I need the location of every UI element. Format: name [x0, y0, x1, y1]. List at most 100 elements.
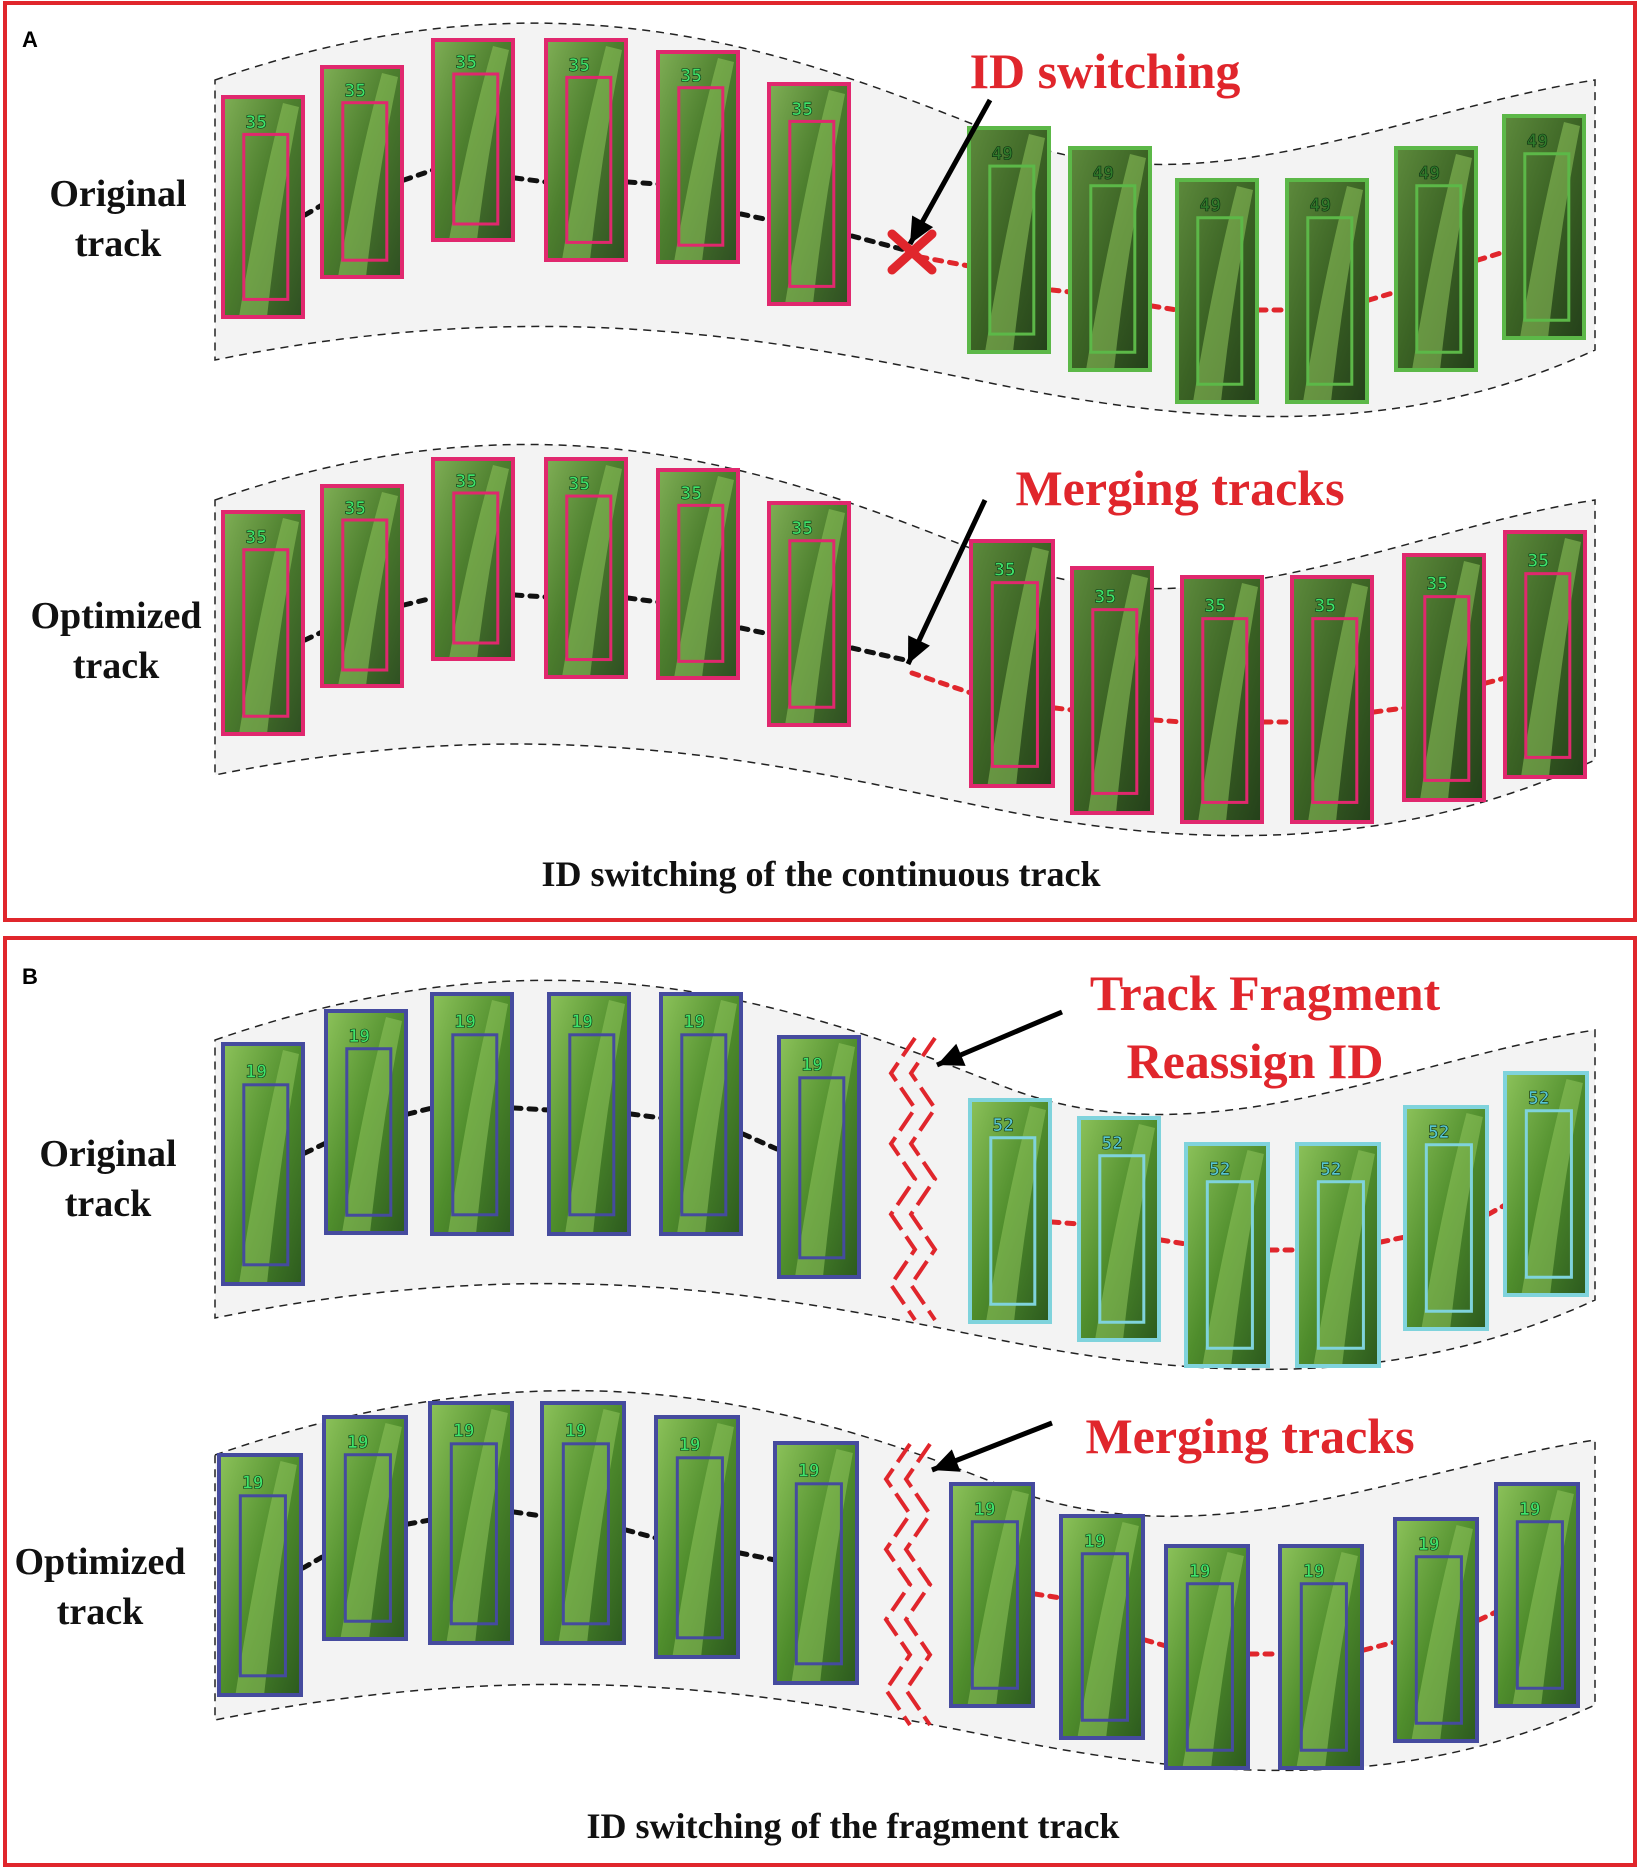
panel-letter-b: B — [22, 964, 38, 989]
row-b1-crop-8: 52 — [1077, 1116, 1161, 1342]
row-a2-crop-10: 35 — [1290, 575, 1374, 824]
row-a2-crop-6: 35 — [767, 501, 851, 727]
row-a1-crop-4-outer-box — [544, 38, 628, 262]
row-b2-crop-3-outer-box — [428, 1401, 514, 1645]
row-a2-crop-3-inner-box — [452, 491, 500, 645]
break-icon-b2-left — [883, 1442, 913, 1727]
link-b1-3 — [511, 1105, 552, 1113]
row-a1-crop-12-id-label: 49 — [1526, 131, 1548, 152]
row-b2-crop-12-leaf — [1512, 1490, 1574, 1706]
row-a1-crop-1-id-label: 35 — [245, 112, 267, 133]
row-a2-crop-5-inner-box — [677, 503, 725, 663]
row-a1-crop-10-outer-box — [1285, 178, 1369, 404]
row-b2-crop-9-outer-box — [1164, 1544, 1250, 1770]
link-b1-2 — [405, 1105, 435, 1117]
row-a2-crop-7-outer-box — [969, 539, 1055, 788]
link-b1-1 — [302, 1140, 329, 1156]
link-b1-9 — [1378, 1234, 1408, 1245]
link-b1-7 — [1158, 1237, 1189, 1247]
row-a2-crop-4-leaf — [562, 465, 622, 677]
row-b1-crop-2: 19 — [324, 1009, 408, 1235]
row-b1-crop-10: 52 — [1295, 1142, 1381, 1368]
row-b1-crop-8-outer-box — [1077, 1116, 1161, 1342]
row-b1-crop-12: 52 — [1503, 1071, 1589, 1297]
row-a1-crop-2: 35 — [320, 65, 404, 279]
row-b1-crop-3-inner-box — [451, 1033, 499, 1217]
row-a1-crop-3-leaf — [449, 46, 509, 240]
row-b2-crop-5-id-label: 19 — [679, 1435, 701, 1456]
row-b1-crop-11: 52 — [1403, 1105, 1489, 1331]
row-a1-crop-9-id-label: 49 — [1199, 195, 1221, 216]
row-b1-crop-10-leaf — [1313, 1150, 1375, 1366]
row-a1-crop-5-id-label: 35 — [680, 65, 702, 86]
row-b2-crop-10-inner-box — [1299, 1582, 1348, 1752]
row-b1-crop-7-id-label: 52 — [992, 1115, 1014, 1136]
link-b2-1 — [300, 1553, 327, 1571]
row-b2-crop-5-outer-box — [654, 1415, 740, 1659]
row-b1-crop-2-inner-box — [345, 1047, 393, 1217]
row-a2-crop-2-leaf — [338, 492, 398, 686]
row-b2-crop-10: 19 — [1278, 1544, 1364, 1770]
row-a1-crop-6-outer-box — [767, 82, 851, 306]
row-b1-crop-12-id-label: 52 — [1528, 1088, 1550, 1109]
row-a1-crop-10-id-label: 49 — [1309, 195, 1331, 216]
row-a1-crop-1: 35 — [221, 95, 305, 319]
row-a1-crop-10-leaf — [1303, 186, 1363, 402]
row-a2-crop-1-outer-box — [221, 510, 305, 736]
row-b2-crop-2-leaf — [340, 1423, 402, 1639]
row-b1-crop-4-inner-box — [568, 1033, 616, 1217]
row-a2-crop-2-inner-box — [341, 518, 389, 672]
row-a1-crop-11-outer-box — [1394, 146, 1478, 372]
row-a2-crop-5-outer-box — [656, 468, 740, 680]
row-a2-crop-2-outer-box — [320, 484, 404, 688]
row-b2-crop-11-leaf — [1411, 1525, 1473, 1741]
link-a1-5 — [738, 211, 772, 223]
row-b2-crop-12: 19 — [1494, 1482, 1580, 1708]
row-a1-crop-2-leaf — [338, 73, 398, 277]
row-a2-crop-9-outer-box — [1180, 575, 1264, 824]
row-b2-crop-4-id-label: 19 — [565, 1421, 587, 1442]
link-a1-7 — [917, 254, 972, 269]
row-b2-crop-10-outer-box — [1278, 1544, 1364, 1770]
row-label-b1-line2: track — [65, 1183, 152, 1225]
row-b2-crop-3: 19 — [428, 1401, 514, 1645]
row-b1-crop-3-id-label: 19 — [454, 1012, 476, 1033]
row-b2-crop-9-inner-box — [1185, 1582, 1234, 1752]
row-a1-crop-10-inner-box — [1306, 216, 1354, 386]
row-a2-crop-2: 35 — [320, 484, 404, 688]
row-a2-crop-4-outer-box — [544, 457, 628, 679]
row-a2-crop-1-leaf — [239, 518, 299, 734]
row-b2-crop-6-leaf — [791, 1449, 853, 1683]
arrow-merging-b — [931, 1420, 1053, 1473]
arrow-merging-a — [905, 498, 988, 666]
row-b1-crop-2-id-label: 19 — [348, 1026, 370, 1047]
link-a1-12 — [1475, 249, 1507, 263]
cross-icon — [887, 229, 937, 275]
break-icon-b1-left — [888, 1036, 918, 1322]
row-a1-crop-11: 49 — [1394, 146, 1478, 372]
row-a1-crop-9-inner-box — [1196, 216, 1244, 386]
row-a1-crop-1-inner-box — [242, 132, 290, 301]
link-b2-2 — [405, 1517, 433, 1527]
row-b1-crop-8-leaf — [1095, 1124, 1155, 1340]
row-b1-crop-6-outer-box — [777, 1035, 861, 1279]
row-a1-crop-12-leaf — [1520, 122, 1580, 338]
arrow-id-switching — [907, 98, 993, 246]
callout-merging-tracks-b: Merging tracks — [1085, 1408, 1414, 1464]
arrow-merging-a-head — [908, 635, 930, 664]
row-label-a1-line1: Original — [49, 173, 186, 215]
row-a2-crop-6-outer-box — [767, 501, 851, 727]
row-label-a2-line1: Optimized — [31, 595, 202, 637]
link-b2-5 — [737, 1550, 778, 1563]
row-a1-crop-11-id-label: 49 — [1418, 163, 1440, 184]
row-a1-crop-12-outer-box — [1502, 114, 1586, 340]
row-a1-crop-8-inner-box — [1089, 184, 1137, 354]
row-a2-crop-9-leaf — [1198, 583, 1258, 822]
row-a2-crop-11-leaf — [1420, 561, 1480, 800]
row-b1-crop-2-leaf — [342, 1017, 402, 1233]
row-b1-crop-3-outer-box — [430, 992, 514, 1236]
row-b2-crop-4-outer-box — [540, 1401, 626, 1645]
row-a2-crop-11-id-label: 35 — [1426, 573, 1448, 594]
row-a2-crop-10-leaf — [1308, 583, 1368, 822]
link-a2-2 — [401, 595, 436, 608]
